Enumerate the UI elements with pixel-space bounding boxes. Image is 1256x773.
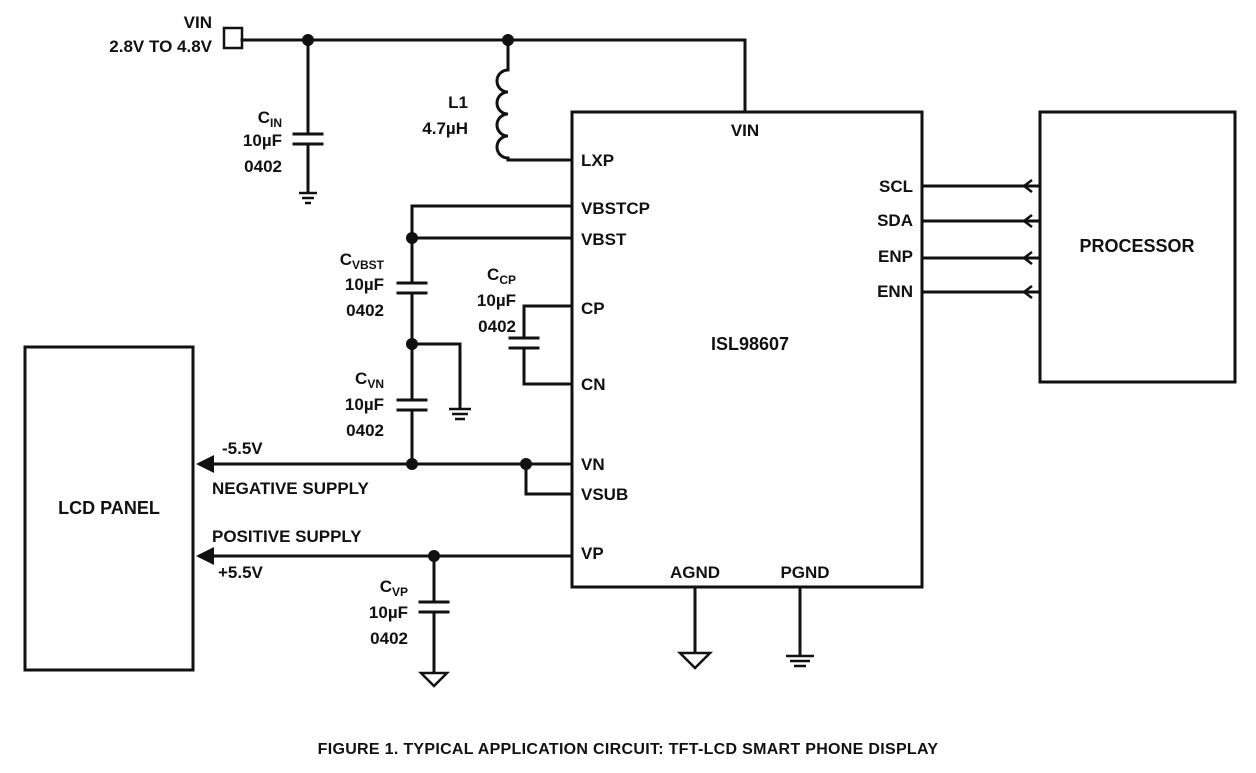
figure-caption: FIGURE 1. TYPICAL APPLICATION CIRCUIT: T…: [318, 741, 939, 758]
ccp-value: 10µF: [477, 291, 516, 310]
pin-vin: VIN: [731, 121, 759, 140]
lcd-panel-box: [23, 345, 195, 672]
bus-line-enn: [920, 285, 1042, 299]
cvn-value: 10µF: [345, 395, 384, 414]
bus-line-sda: [920, 214, 1042, 228]
bus-line-scl: [920, 179, 1042, 193]
lcd-panel-label: LCD PANEL: [58, 498, 160, 518]
cin-package: 0402: [244, 157, 282, 176]
cin-label: CIN: [258, 108, 282, 130]
vin-terminal: [222, 26, 244, 50]
cvp-label: CVP: [380, 577, 408, 599]
inductor-l1: [495, 38, 574, 162]
processor-label: PROCESSOR: [1079, 236, 1194, 256]
vin-range: 2.8V TO 4.8V: [109, 37, 212, 56]
capacitor-cvn: [396, 342, 428, 466]
pin-vsub: VSUB: [581, 485, 628, 504]
pos-supply-label: POSITIVE SUPPLY: [212, 527, 362, 546]
pin-pgnd: PGND: [780, 563, 829, 582]
agnd-ground-symbol: [676, 651, 714, 670]
bus-line-enp: [920, 251, 1042, 265]
pin-cp: CP: [581, 299, 605, 318]
negative-supply-arrow: [196, 455, 214, 473]
junction-dot: [520, 458, 532, 470]
cvn-label: CVN: [355, 369, 384, 391]
capacitor-cin: [292, 38, 324, 205]
l1-value: 4.7µH: [422, 119, 468, 138]
ic-name: ISL98607: [711, 334, 789, 354]
pin-vbstcp: VBSTCP: [581, 199, 650, 218]
vbstcp-wire: [410, 204, 574, 240]
pin-vbst: VBST: [581, 230, 627, 249]
pin-lxp: LXP: [581, 151, 614, 170]
pin-sda: SDA: [877, 211, 913, 230]
pin-enn: ENN: [877, 282, 913, 301]
positive-supply-arrow: [196, 547, 214, 565]
l1-name: L1: [448, 93, 468, 112]
junction-dot: [406, 458, 418, 470]
ccp-label: CCP: [487, 265, 516, 287]
capacitor-cvbst: [396, 236, 428, 346]
gnd-wire: [410, 342, 462, 410]
pin-vp: VP: [581, 544, 604, 563]
cvp-value: 10µF: [369, 603, 408, 622]
capacitor-ccp: [508, 304, 574, 386]
processor-box: [1038, 110, 1237, 384]
neg-supply-label: NEGATIVE SUPPLY: [212, 479, 369, 498]
capacitor-cvp: [417, 554, 451, 688]
cvbst-package: 0402: [346, 301, 384, 320]
pin-agnd: AGND: [670, 563, 720, 582]
pin-enp: ENP: [878, 247, 913, 266]
ccp-package: 0402: [478, 317, 516, 336]
pin-scl: SCL: [879, 177, 913, 196]
pgnd-ground-symbol: [786, 654, 814, 668]
vsub-wire: [524, 462, 574, 496]
vin-label: VIN: [184, 13, 212, 32]
pin-cn: CN: [581, 375, 606, 394]
pos-voltage: +5.5V: [218, 563, 264, 582]
cvp-package: 0402: [370, 629, 408, 648]
cvn-package: 0402: [346, 421, 384, 440]
neg-voltage: -5.5V: [222, 439, 263, 458]
cvbst-value: 10µF: [345, 275, 384, 294]
pin-vn: VN: [581, 455, 605, 474]
cin-value: 10µF: [243, 131, 282, 150]
vin-rail: [240, 38, 747, 112]
ic-body: [570, 110, 924, 589]
cvbst-label: CVBST: [340, 250, 385, 272]
ground-symbol: [449, 407, 471, 421]
